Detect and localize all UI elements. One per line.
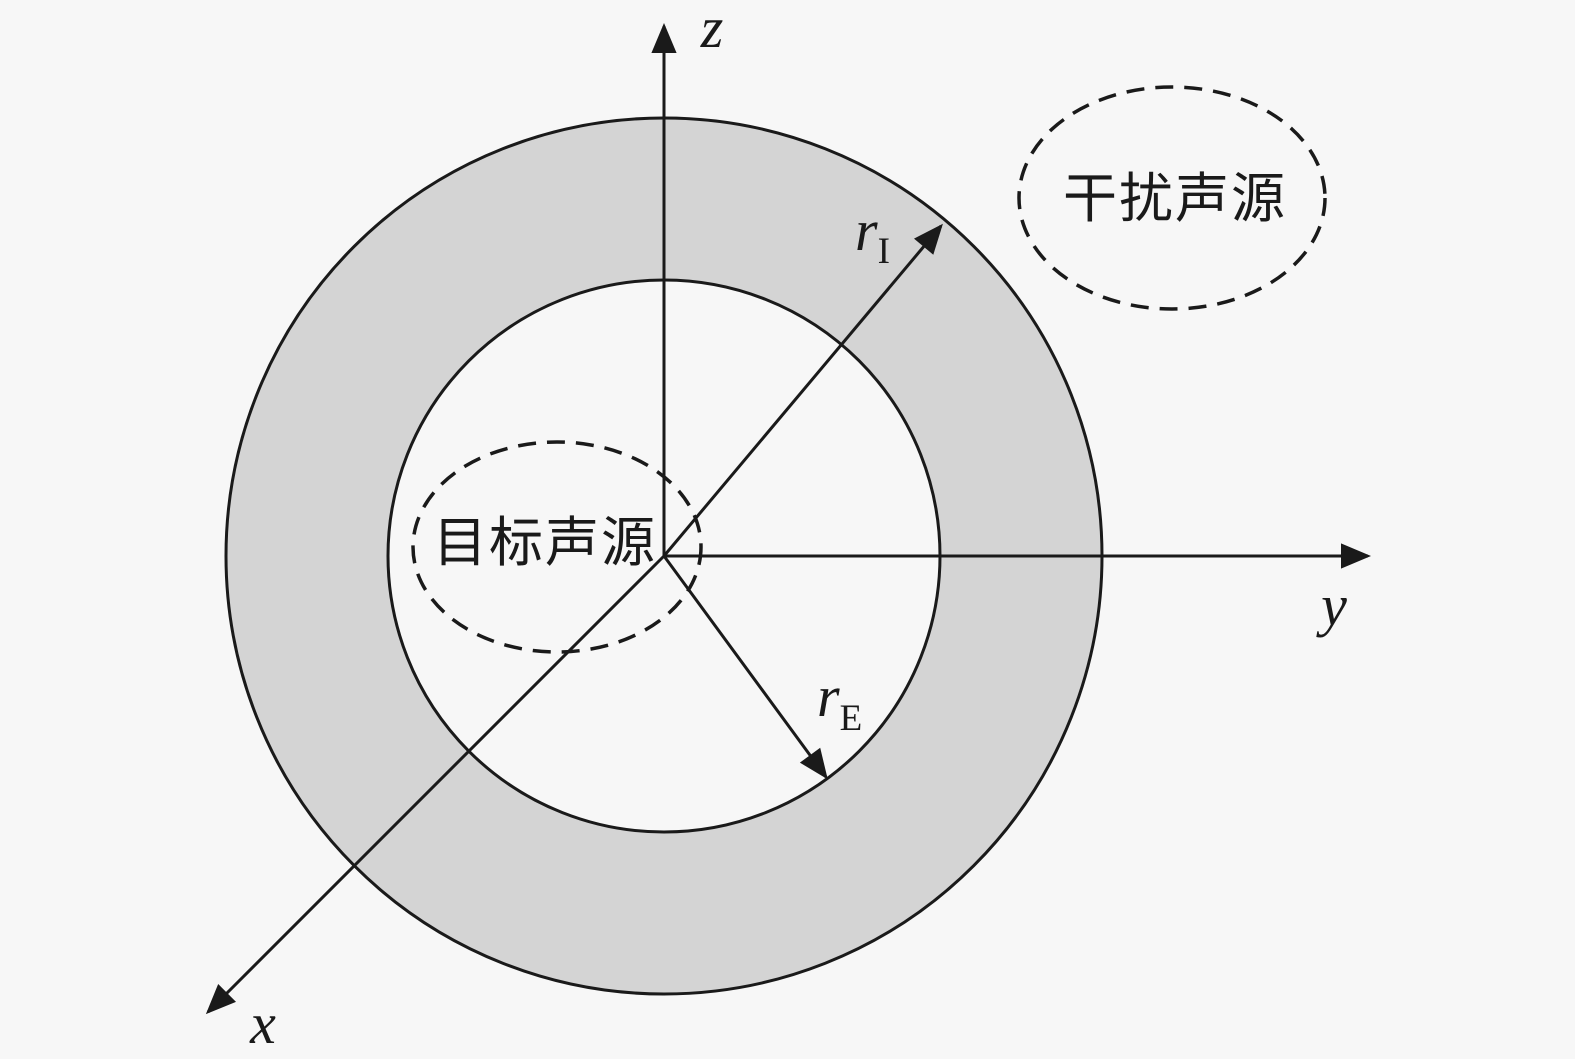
inner-radius-subscript: E xyxy=(840,698,863,739)
inner-radius-label: rE xyxy=(817,664,862,739)
x-axis-arrow xyxy=(205,554,666,1015)
outer-radius-subscript: I xyxy=(878,231,890,272)
interference-source-ellipse xyxy=(1017,85,1327,311)
z-axis-label: z xyxy=(700,0,724,60)
outer-radius-arrow xyxy=(662,223,943,557)
inner-radius-arrow xyxy=(662,555,828,780)
target-source-label: 目标声源 xyxy=(433,513,657,573)
outer-radius-label: rI xyxy=(855,198,890,272)
outer-radius-base: r xyxy=(855,198,878,263)
interference-source-label: 干扰声源 xyxy=(1063,169,1287,229)
inner-radius-base: r xyxy=(817,664,840,729)
x-axis-label: x xyxy=(249,991,276,1056)
y-axis-label: y xyxy=(1316,573,1347,638)
target-source-ellipse xyxy=(411,440,703,654)
